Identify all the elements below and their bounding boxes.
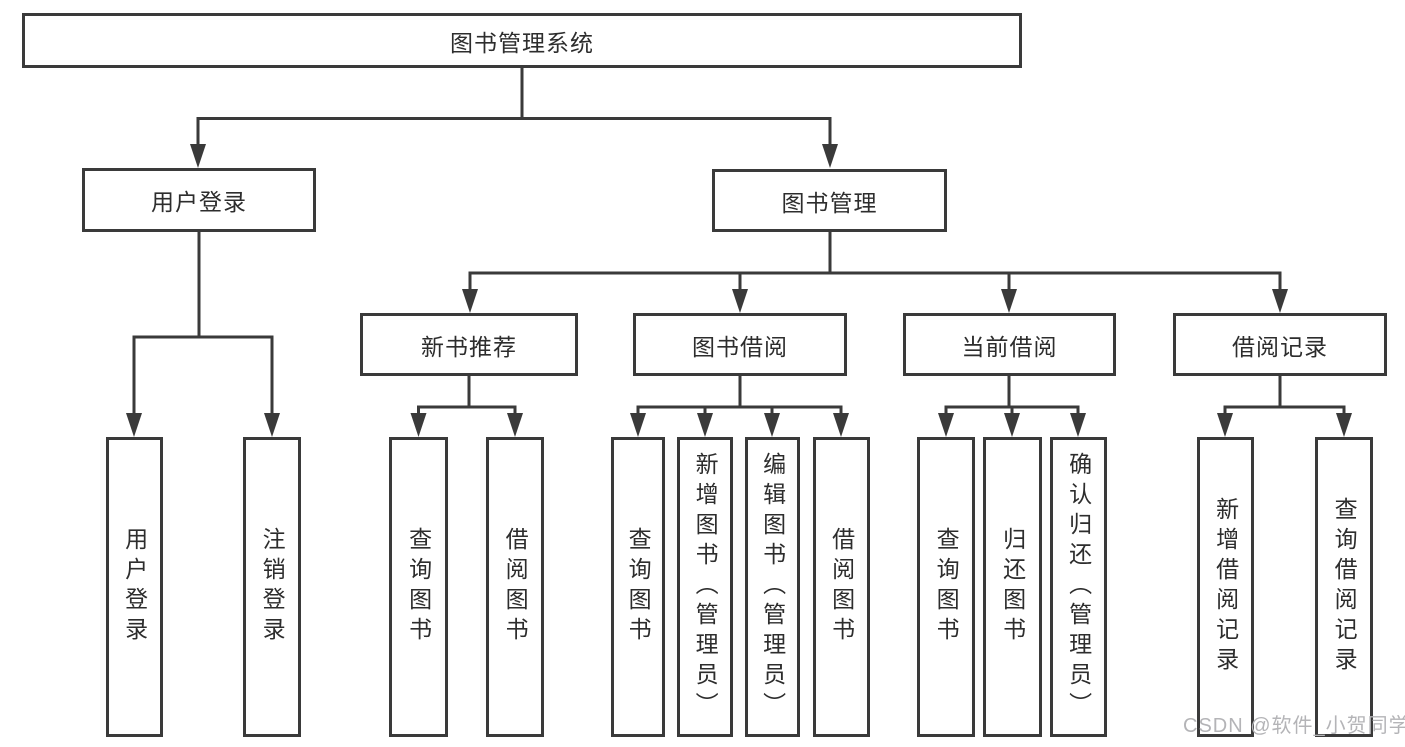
node-book-management-module: 图书管理 — [712, 169, 947, 232]
node-leaf-bb-edit-books-admin: 编辑图书（管理员） — [745, 437, 800, 737]
node-leaf-bb-borrow-books-label: 借阅图书 — [828, 527, 855, 647]
node-leaf-cb-return-books-label: 归还图书 — [999, 527, 1026, 647]
node-root-system-label: 图书管理系统 — [450, 29, 594, 56]
node-leaf-logout-label: 注销登录 — [259, 527, 286, 647]
node-leaf-user-login-label: 用户登录 — [121, 527, 148, 647]
node-leaf-bb-borrow-books: 借阅图书 — [813, 437, 870, 737]
node-leaf-bb-add-books-admin-label: 新增图书（管理员） — [692, 452, 719, 722]
node-leaf-br-query-record-label: 查询借阅记录 — [1331, 497, 1358, 677]
node-leaf-nbr-borrow-books-label: 借阅图书 — [502, 527, 529, 647]
node-leaf-cb-confirm-return-admin-label: 确认归还（管理员） — [1065, 452, 1092, 722]
node-leaf-nbr-query-books-label: 查询图书 — [405, 527, 432, 647]
node-leaf-cb-query-books-label: 查询图书 — [933, 527, 960, 647]
node-user-login-module: 用户登录 — [82, 168, 316, 232]
node-borrowing-records-label: 借阅记录 — [1232, 333, 1328, 360]
csdn-watermark: CSDN @软件_小贺同学 — [1183, 715, 1405, 737]
node-leaf-bb-query-books: 查询图书 — [611, 437, 665, 737]
node-leaf-bb-add-books-admin: 新增图书（管理员） — [677, 437, 733, 737]
node-leaf-nbr-borrow-books: 借阅图书 — [486, 437, 544, 737]
node-leaf-br-add-record: 新增借阅记录 — [1197, 437, 1254, 737]
node-leaf-bb-edit-books-admin-label: 编辑图书（管理员） — [759, 452, 786, 722]
node-user-login-module-label: 用户登录 — [151, 189, 247, 215]
node-current-borrowing: 当前借阅 — [903, 313, 1116, 376]
node-book-borrowing-label: 图书借阅 — [692, 333, 788, 360]
node-leaf-cb-confirm-return-admin: 确认归还（管理员） — [1050, 437, 1107, 737]
node-leaf-bb-query-books-label: 查询图书 — [625, 527, 652, 647]
node-book-borrowing: 图书借阅 — [633, 313, 847, 376]
arrow-head-group — [126, 144, 1352, 437]
node-leaf-cb-query-books: 查询图书 — [917, 437, 975, 737]
node-current-borrowing-label: 当前借阅 — [961, 333, 1058, 360]
node-book-management-module-label: 图书管理 — [781, 189, 878, 216]
node-new-book-recommend: 新书推荐 — [360, 313, 578, 376]
node-leaf-br-query-record: 查询借阅记录 — [1315, 437, 1373, 737]
node-root-system: 图书管理系统 — [22, 13, 1022, 68]
node-borrowing-records: 借阅记录 — [1173, 313, 1387, 376]
node-leaf-user-login: 用户登录 — [106, 437, 163, 737]
node-leaf-br-add-record-label: 新增借阅记录 — [1212, 497, 1239, 677]
node-leaf-nbr-query-books: 查询图书 — [389, 437, 448, 737]
node-leaf-logout: 注销登录 — [243, 437, 301, 737]
node-new-book-recommend-label: 新书推荐 — [421, 333, 517, 360]
connector-line-group — [132, 66, 1346, 414]
node-leaf-cb-return-books: 归还图书 — [983, 437, 1042, 737]
